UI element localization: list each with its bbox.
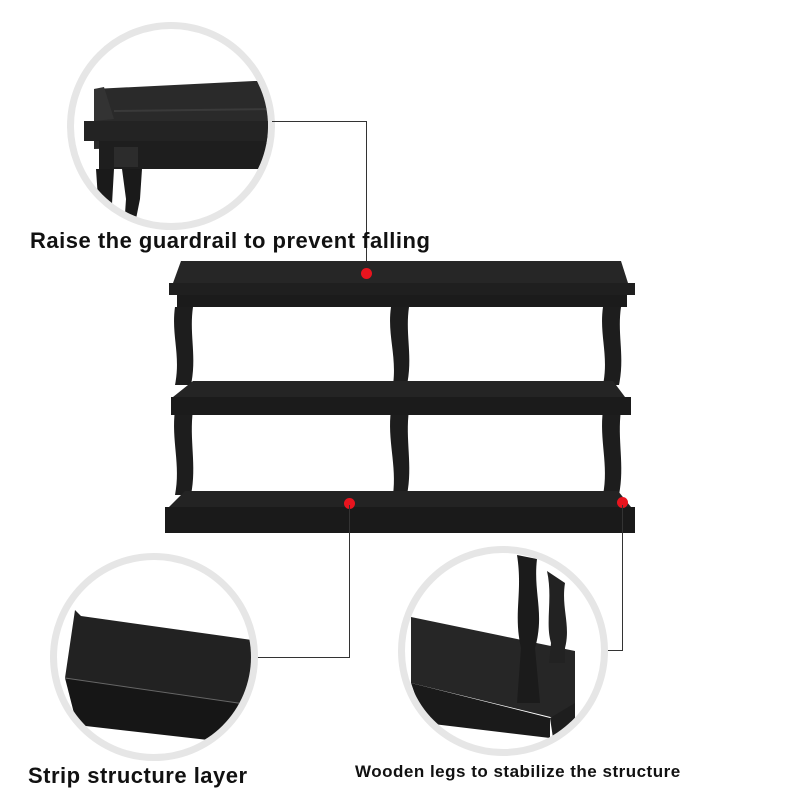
guardrail-leader-vertical — [366, 121, 367, 271]
strip-layer-closeup-image — [64, 610, 251, 745]
guardrail-marker-dot — [361, 268, 372, 279]
strip-layer-caption: Strip structure layer — [28, 763, 248, 788]
wooden-legs-detail-circle — [398, 546, 608, 756]
strip-layer-detail-circle — [50, 553, 258, 761]
strip-layer-leader-horizontal — [255, 657, 350, 658]
strip-layer-marker-dot — [344, 498, 355, 509]
wooden-legs-leader-horizontal — [602, 650, 623, 651]
guardrail-closeup-image — [84, 81, 268, 223]
guardrail-detail-circle — [67, 22, 275, 230]
strip-layer-leader-vertical — [349, 505, 350, 658]
wooden-legs-leader-vertical — [622, 505, 623, 651]
wooden-legs-marker-dot — [617, 497, 628, 508]
guardrail-leader-horizontal — [272, 121, 367, 122]
wooden-legs-caption: Wooden legs to stabilize the structure — [355, 762, 681, 781]
wooden-legs-closeup-image — [411, 555, 575, 738]
guardrail-caption: Raise the guardrail to prevent falling — [30, 228, 431, 253]
console-table-image — [165, 261, 635, 533]
